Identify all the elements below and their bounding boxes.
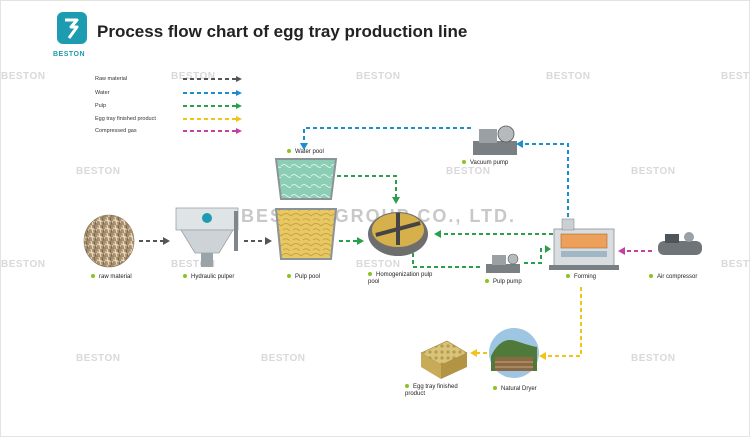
legend-label: Raw material xyxy=(95,76,128,82)
legend-label: Egg tray finished product xyxy=(95,116,156,122)
finished-product-arrow xyxy=(470,287,582,360)
raw-material-arrow xyxy=(139,237,272,245)
legend-item-finished-product: Egg tray finished product xyxy=(95,114,243,124)
label-natural-dryer: Natural Dryer xyxy=(493,386,537,393)
watermark: BESTON xyxy=(1,259,46,270)
watermark: BESTON xyxy=(261,353,306,364)
bullet-icon xyxy=(485,279,489,284)
bullet-icon xyxy=(649,274,653,279)
natural-dryer-icon xyxy=(489,328,539,378)
legend-item-pulp: Pulp xyxy=(95,101,243,111)
legend-arrow-icon xyxy=(183,128,242,134)
legend-label: Water xyxy=(95,90,110,96)
bullet-icon xyxy=(183,274,187,279)
bullet-icon xyxy=(91,274,95,279)
legend-arrow-icon xyxy=(183,116,242,122)
label-homogenization: Homogenization pulp pool xyxy=(368,272,433,285)
compressed-gas-arrow xyxy=(618,247,652,255)
watermark: BESTON xyxy=(356,259,401,270)
watermark: BESTON xyxy=(356,71,401,82)
label-finished-product: Egg tray finished product xyxy=(405,384,458,397)
watermark: BESTON xyxy=(631,166,676,177)
watermark: BESTON xyxy=(171,71,216,82)
legend-label: Pulp xyxy=(95,103,107,109)
legend-label: Compressed gas xyxy=(95,128,137,134)
bullet-icon xyxy=(566,274,570,279)
legend-item-water: Water xyxy=(95,88,243,98)
watermark: BESTON xyxy=(446,166,491,177)
bullet-icon xyxy=(368,272,372,277)
forming-machine-icon xyxy=(549,218,619,270)
water-arrow xyxy=(300,127,569,217)
legend-arrow-icon xyxy=(183,76,242,82)
label-vacuum-pump: Vacuum pump xyxy=(462,160,508,167)
label-forming: Forming xyxy=(566,274,596,281)
label-water-pool: Water pool xyxy=(287,149,324,156)
watermark: BESTON xyxy=(76,166,121,177)
pulp-pump-icon xyxy=(486,253,520,273)
pulp-pool-icon xyxy=(274,208,338,260)
watermark: BESTON xyxy=(171,259,216,270)
watermark: BESTON xyxy=(631,353,676,364)
label-air-compressor: Air compressor xyxy=(649,274,697,281)
raw-material-bale-icon xyxy=(83,214,135,268)
legend-item-raw-material: Raw material xyxy=(95,74,243,84)
legend-arrow-icon xyxy=(183,103,242,109)
homogenization-pool-icon xyxy=(368,212,428,256)
vacuum-pump-icon xyxy=(473,125,517,155)
label-pulp-pool: Pulp pool xyxy=(287,274,320,281)
bullet-icon xyxy=(493,386,497,391)
legend-item-compressed-gas: Compressed gas xyxy=(95,126,243,136)
label-hydraulic-pulper: Hydraulic pulper xyxy=(183,274,234,281)
legend-arrow-icon xyxy=(183,90,242,96)
label-pulp-pump: Pulp pump xyxy=(485,279,522,286)
egg-tray-stack-icon xyxy=(420,340,468,379)
beston-logo-icon xyxy=(57,12,87,44)
air-compressor-icon xyxy=(658,232,702,255)
logo-text: BESTON xyxy=(53,51,86,58)
watermark: BESTON xyxy=(721,259,750,270)
watermark: BESTON xyxy=(721,71,750,82)
bullet-icon xyxy=(405,384,409,389)
watermark: BESTON xyxy=(546,71,591,82)
water-pool-icon xyxy=(274,158,338,200)
page-title: Process flow chart of egg tray productio… xyxy=(97,22,468,41)
bullet-icon xyxy=(462,160,466,165)
bullet-icon xyxy=(287,149,291,154)
bullet-icon xyxy=(287,274,291,279)
pulp-arrow xyxy=(337,175,553,268)
label-raw-material: raw material xyxy=(91,274,132,281)
watermark: BESTON xyxy=(1,71,46,82)
hydraulic-pulper-icon xyxy=(175,207,239,267)
watermark: BESTON xyxy=(76,353,121,364)
